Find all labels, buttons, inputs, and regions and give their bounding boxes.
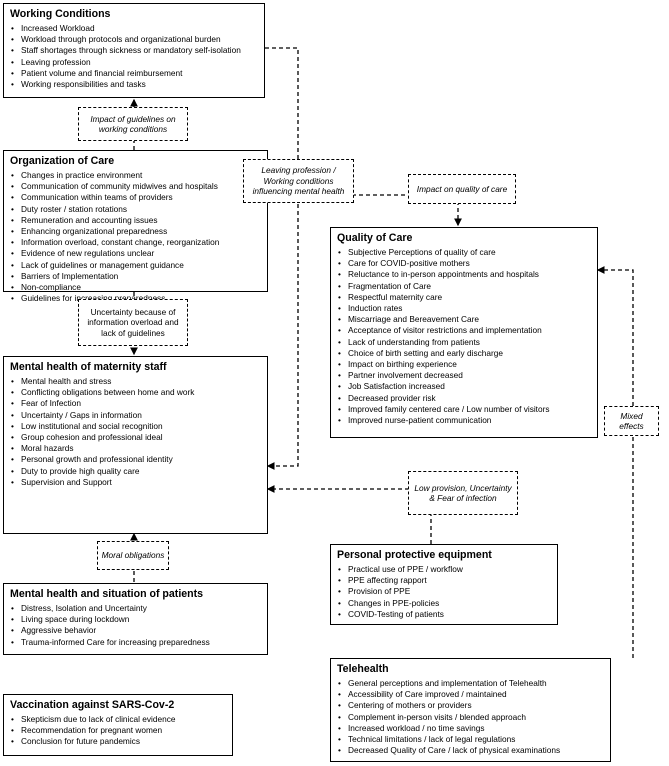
organization-of-care-box: Organization of Care Changes in practice… (3, 150, 268, 305)
list-item: Communication of community midwives and … (10, 181, 261, 192)
arrow-ppe-to-mental-health (266, 485, 432, 544)
label-mixed-effects: Mixed effects (604, 406, 659, 436)
list-item: Recommendation for pregnant women (10, 725, 226, 736)
list-item: Non-compliance (10, 282, 261, 293)
list-item: Enhancing organizational preparedness (10, 226, 261, 237)
ppe-list: Practical use of PPE / workflow PPE affe… (337, 564, 551, 620)
working-conditions-title: Working Conditions (10, 8, 111, 20)
list-item: Leaving profession (10, 57, 258, 68)
list-item: Centering of mothers or providers (337, 700, 604, 711)
list-item: Evidence of new regulations unclear (10, 248, 261, 259)
label-uncertainty: Uncertainty because of information overl… (78, 299, 188, 346)
list-item: Impact on birthing experience (337, 359, 591, 370)
list-item: Working responsibilities and tasks (10, 79, 258, 90)
mental-health-staff-list: Mental health and stress Conflicting obl… (10, 376, 261, 488)
list-item: Skepticism due to lack of clinical evide… (10, 714, 226, 725)
list-item: Improved nurse-patient communication (337, 415, 591, 426)
list-item: Reluctance to in-person appointments and… (337, 269, 591, 280)
vaccination-box: Vaccination against SARS-Cov-2 Skepticis… (3, 694, 233, 756)
list-item: Aggressive behavior (10, 625, 261, 636)
list-item: Decreased provider risk (337, 393, 591, 404)
mental-health-patients-title: Mental health and situation of patients (10, 588, 204, 600)
list-item: Duty roster / station rotations (10, 204, 261, 215)
label-impact-guidelines: Impact of guidelines on working conditio… (78, 107, 188, 141)
telehealth-list: General perceptions and implementation o… (337, 678, 604, 757)
list-item: Duty to provide high quality care (10, 466, 261, 477)
list-item: Respectful maternity care (337, 292, 591, 303)
list-item: Complement in-person visits / blended ap… (337, 712, 604, 723)
list-item: Subjective Perceptions of quality of car… (337, 247, 591, 258)
vaccination-list: Skepticism due to lack of clinical evide… (10, 714, 226, 748)
list-item: Information overload, constant change, r… (10, 237, 261, 248)
arrow-telehealth-to-quality (596, 266, 634, 658)
label-impact-quality: Impact on quality of care (408, 174, 516, 204)
organization-of-care-title: Organization of Care (10, 155, 115, 167)
list-item: Personal growth and professional identit… (10, 454, 261, 465)
list-item: Changes in PPE-policies (337, 598, 551, 609)
list-item: Choice of birth setting and early discha… (337, 348, 591, 359)
list-item: Living space during lockdown (10, 614, 261, 625)
list-item: Fear of Infection (10, 398, 261, 409)
list-item: Distress, Isolation and Uncertainty (10, 603, 261, 614)
ppe-title: Personal protective equipment (337, 549, 492, 561)
list-item: Induction rates (337, 303, 591, 314)
list-item: Remuneration and accounting issues (10, 215, 261, 226)
list-item: Technical limitations / lack of legal re… (337, 734, 604, 745)
list-item: Accessibility of Care improved / maintai… (337, 689, 604, 700)
telehealth-title: Telehealth (337, 663, 389, 675)
working-conditions-box: Working Conditions Increased Workload Wo… (3, 3, 265, 98)
ppe-box: Personal protective equipment Practical … (330, 544, 558, 625)
list-item: Increased workload / no time savings (337, 723, 604, 734)
arrow-working-mental-health (258, 44, 299, 470)
list-item: General perceptions and implementation o… (337, 678, 604, 689)
list-item: Improved family centered care / Low numb… (337, 404, 591, 415)
list-item: Communication within teams of providers (10, 192, 261, 203)
list-item: Uncertainty / Gaps in information (10, 410, 261, 421)
list-item: Conflicting obligations between home and… (10, 387, 261, 398)
list-item: Staff shortages through sickness or mand… (10, 45, 258, 56)
list-item: Increased Workload (10, 23, 258, 34)
list-item: Lack of guidelines or management guidanc… (10, 260, 261, 271)
list-item: Group cohesion and professional ideal (10, 432, 261, 443)
list-item: Partner involvement decreased (337, 370, 591, 381)
mental-health-patients-list: Distress, Isolation and Uncertainty Livi… (10, 603, 261, 648)
list-item: Trauma-informed Care for increasing prep… (10, 637, 261, 648)
list-item: Moral hazards (10, 443, 261, 454)
list-item: PPE affecting rapport (337, 575, 551, 586)
mental-health-patients-box: Mental health and situation of patients … (3, 583, 268, 655)
list-item: Provision of PPE (337, 586, 551, 597)
label-leaving-profession: Leaving profession / Working conditions … (243, 159, 354, 203)
list-item: Workload through protocols and organizat… (10, 34, 258, 45)
mental-health-staff-title: Mental health of maternity staff (10, 361, 167, 373)
list-item: Conclusion for future pandemics (10, 736, 226, 747)
mental-health-staff-box: Mental health of maternity staff Mental … (3, 356, 268, 534)
telehealth-box: Telehealth General perceptions and imple… (330, 658, 611, 762)
list-item: Miscarriage and Bereavement Care (337, 314, 591, 325)
list-item: Guidelines for increasing preparedness (10, 293, 261, 304)
list-item: COVID-Testing of patients (337, 609, 551, 620)
quality-of-care-title: Quality of Care (337, 232, 413, 244)
label-low-provision: Low provision, Uncertainty & Fear of inf… (408, 471, 518, 515)
vaccination-title: Vaccination against SARS-Cov-2 (10, 699, 175, 711)
list-item: Low institutional and social recognition (10, 421, 261, 432)
list-item: Supervision and Support (10, 477, 261, 488)
list-item: Fragmentation of Care (337, 281, 591, 292)
list-item: Decreased Quality of Care / lack of phys… (337, 745, 604, 756)
organization-of-care-list: Changes in practice environment Communic… (10, 170, 261, 305)
list-item: Practical use of PPE / workflow (337, 564, 551, 575)
list-item: Job Satisfaction increased (337, 381, 591, 392)
label-moral-obligations: Moral obligations (97, 541, 169, 570)
working-conditions-list: Increased Workload Workload through prot… (10, 23, 258, 90)
quality-of-care-box: Quality of Care Subjective Perceptions o… (330, 227, 598, 438)
list-item: Changes in practice environment (10, 170, 261, 181)
list-item: Barriers of Implementation (10, 271, 261, 282)
list-item: Acceptance of visitor restrictions and i… (337, 325, 591, 336)
quality-of-care-list: Subjective Perceptions of quality of car… (337, 247, 591, 426)
list-item: Patient volume and financial reimburseme… (10, 68, 258, 79)
list-item: Lack of understanding from patients (337, 337, 591, 348)
list-item: Care for COVID-positive mothers (337, 258, 591, 269)
list-item: Mental health and stress (10, 376, 261, 387)
